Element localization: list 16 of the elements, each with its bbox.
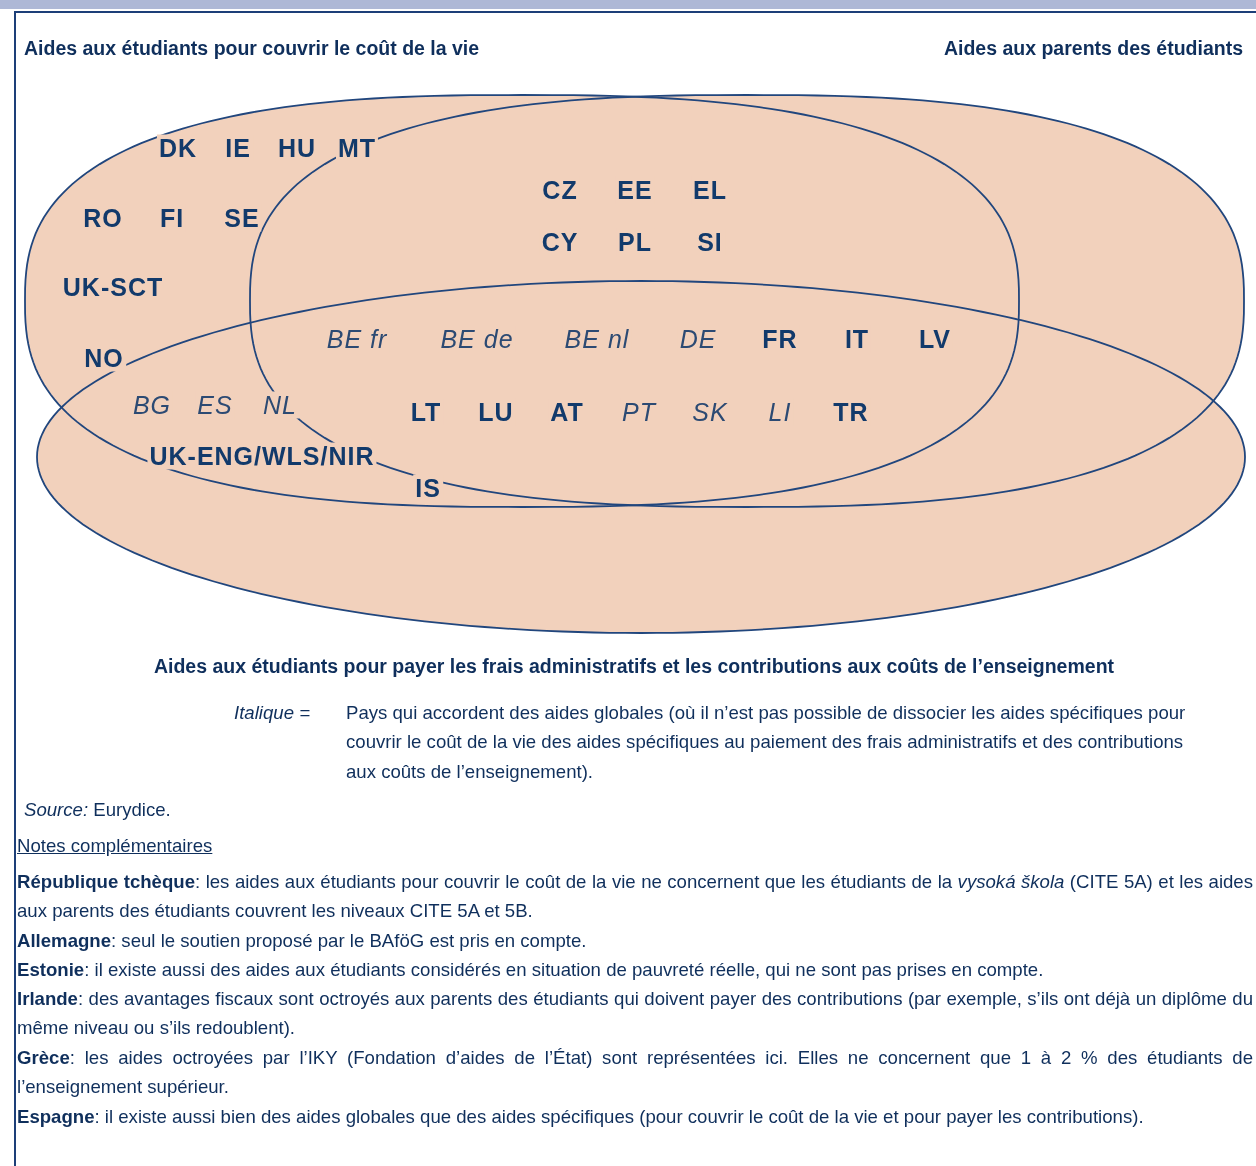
note-paragraph: Estonie: il existe aussi des aides aux étudiants considérés en situation de pauvreté réelle, qui ne sont pas prises en compte. <box>17 958 1045 982</box>
country-code: UK-ENG/WLS/NIR <box>147 442 377 470</box>
notes-heading: Notes complémentaires <box>17 834 213 858</box>
note-paragraph: Allemagne: seul le soutien proposé par le BAföG est pris en compte. <box>17 929 588 953</box>
note-paragraph: République tchèque: les aides aux étudiants pour couvrir le coût de la vie ne concernent que les étudiants de la vysoká škola (CITE 5A) et les aides aux parents des étudiants couvrent les niveaux CITE 5A et 5B. <box>17 870 1253 924</box>
legend-description: Pays qui accordent des aides globales (où il n’est pas possible de dissocier les aides spécifiques pour couvrir le coût de la vie des aides spécifiques au paiement des frais administratifs et des contributions aux coûts de l’enseignement). <box>346 701 1187 784</box>
note-paragraph: Espagne: il existe aussi bien des aides globales que des aides spécifiques (pour couvrir le coût de la vie et pour payer les contributions). <box>17 1105 1145 1129</box>
legend-key: Italique = <box>234 698 310 728</box>
country-code: NL <box>261 391 299 419</box>
country-code: MT <box>335 134 379 162</box>
set-heading: Aides aux étudiants pour payer les frais administratifs et les contributions aux coûts de l’enseignement <box>153 655 1115 678</box>
set-heading: Aides aux étudiants pour couvrir le coût de la vie <box>24 37 480 60</box>
source-note: Source: Eurydice. <box>24 798 171 822</box>
note-paragraph: Grèce: les aides octroyées par l’IKY (Fondation d’aides de l’État) sont représentées ici. Elles ne concernent que 1 à 2 % des étudiants de l’enseignement supérieur. <box>17 1046 1253 1100</box>
note-paragraph: Irlande: des avantages fiscaux sont octroyés aux parents des étudiants qui doivent payer des contributions (par exemple, s’ils ont déjà un diplôme du même niveau ou s’ils redoublent). <box>17 987 1253 1041</box>
set-heading: Aides aux parents des étudiants <box>943 37 1243 60</box>
